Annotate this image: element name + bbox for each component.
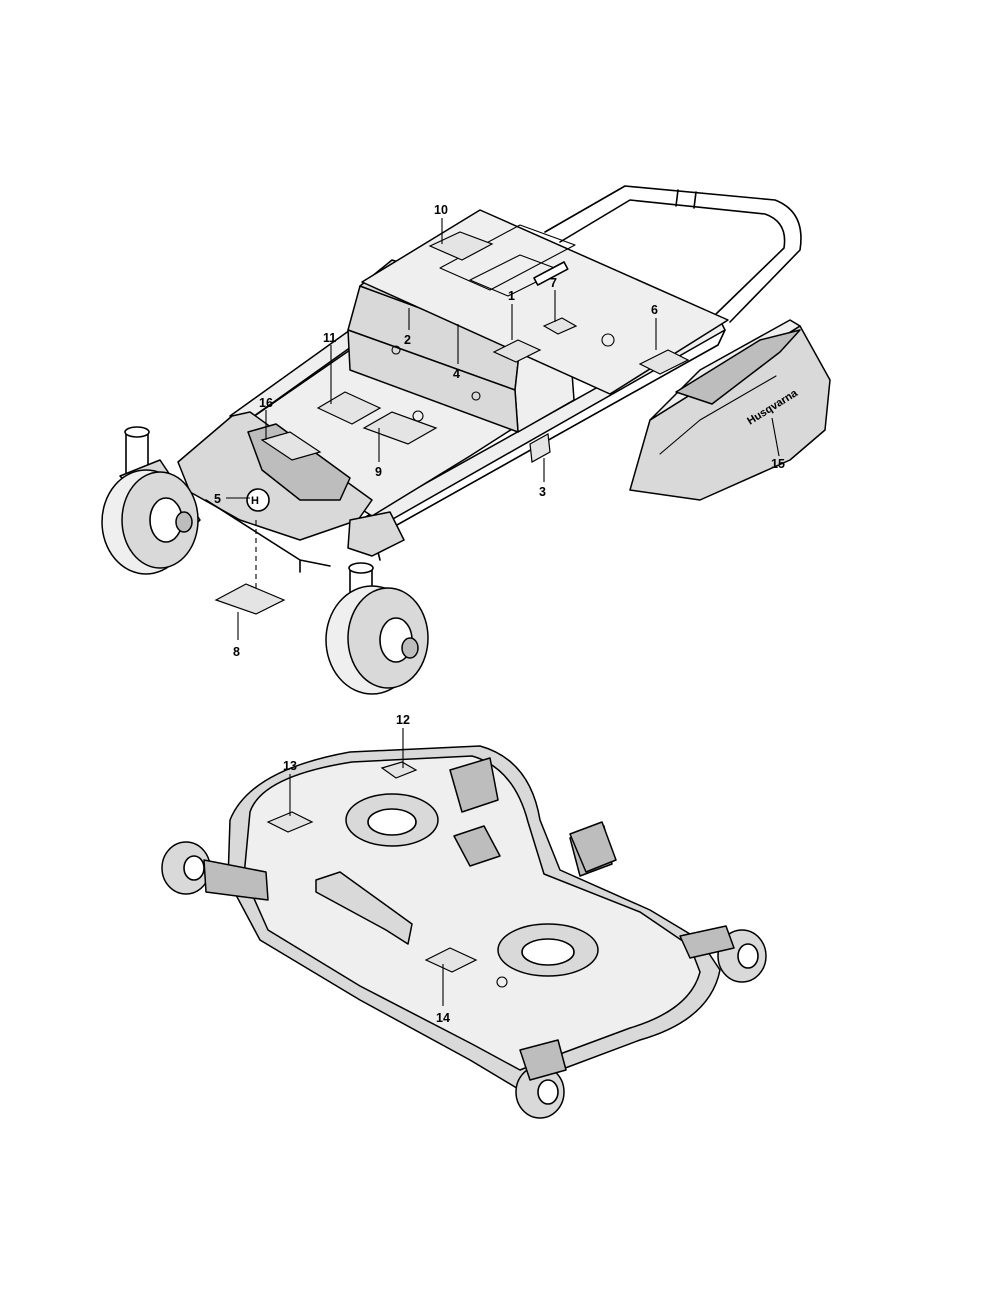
callout-13: 13 [283, 759, 297, 773]
deck-bracket [449, 757, 499, 813]
gauge-wheel-front [515, 1039, 567, 1119]
callout-2: 2 [404, 333, 411, 347]
right-caster-wheel [325, 562, 429, 695]
decal-9 [362, 411, 438, 445]
callout-1: 1 [508, 289, 515, 303]
callout-3: 3 [539, 485, 546, 499]
callouts: 10 1 7 6 2 4 11 16 9 3 5 8 15 12 13 14 [214, 203, 785, 1025]
callout-4: 4 [453, 367, 460, 381]
decal-16 [260, 431, 322, 461]
decal-7 [542, 317, 578, 335]
knob [391, 345, 401, 355]
callout-14: 14 [436, 1011, 450, 1025]
bolt [412, 410, 424, 422]
callout-8: 8 [233, 645, 240, 659]
mower-frame-assembly: H [101, 185, 831, 695]
knob [471, 391, 481, 401]
callout-7: 7 [550, 276, 557, 290]
decal-11 [316, 391, 382, 425]
front-nose: H [177, 411, 373, 573]
callout-11: 11 [323, 331, 336, 345]
callout-16: 16 [259, 396, 273, 410]
gauge-wheel-right [679, 925, 767, 983]
callout-5: 5 [214, 492, 221, 506]
decal-1 [492, 339, 542, 363]
right-fender [347, 511, 405, 557]
cutting-deck-assembly [161, 745, 767, 1119]
callout-15: 15 [771, 457, 785, 471]
decal-8 [214, 583, 286, 615]
callout-12: 12 [396, 713, 410, 727]
callout-9: 9 [375, 465, 382, 479]
callout-6: 6 [651, 303, 658, 317]
svg-text:H: H [251, 495, 259, 507]
decal-3 [529, 433, 551, 463]
decal-6 [638, 349, 690, 375]
decal-13 [266, 811, 314, 833]
callout-10: 10 [434, 203, 448, 217]
rear-side-cover: Husqvarna [629, 319, 831, 501]
gauge-wheel-left [161, 841, 269, 901]
leader-lines [226, 218, 780, 1006]
handle-bar [544, 185, 802, 323]
decal-10 [428, 231, 494, 261]
decal-12 [380, 761, 418, 779]
left-caster-wheel [101, 426, 201, 575]
deck-bracket [453, 825, 501, 867]
deck-channel [315, 871, 413, 945]
